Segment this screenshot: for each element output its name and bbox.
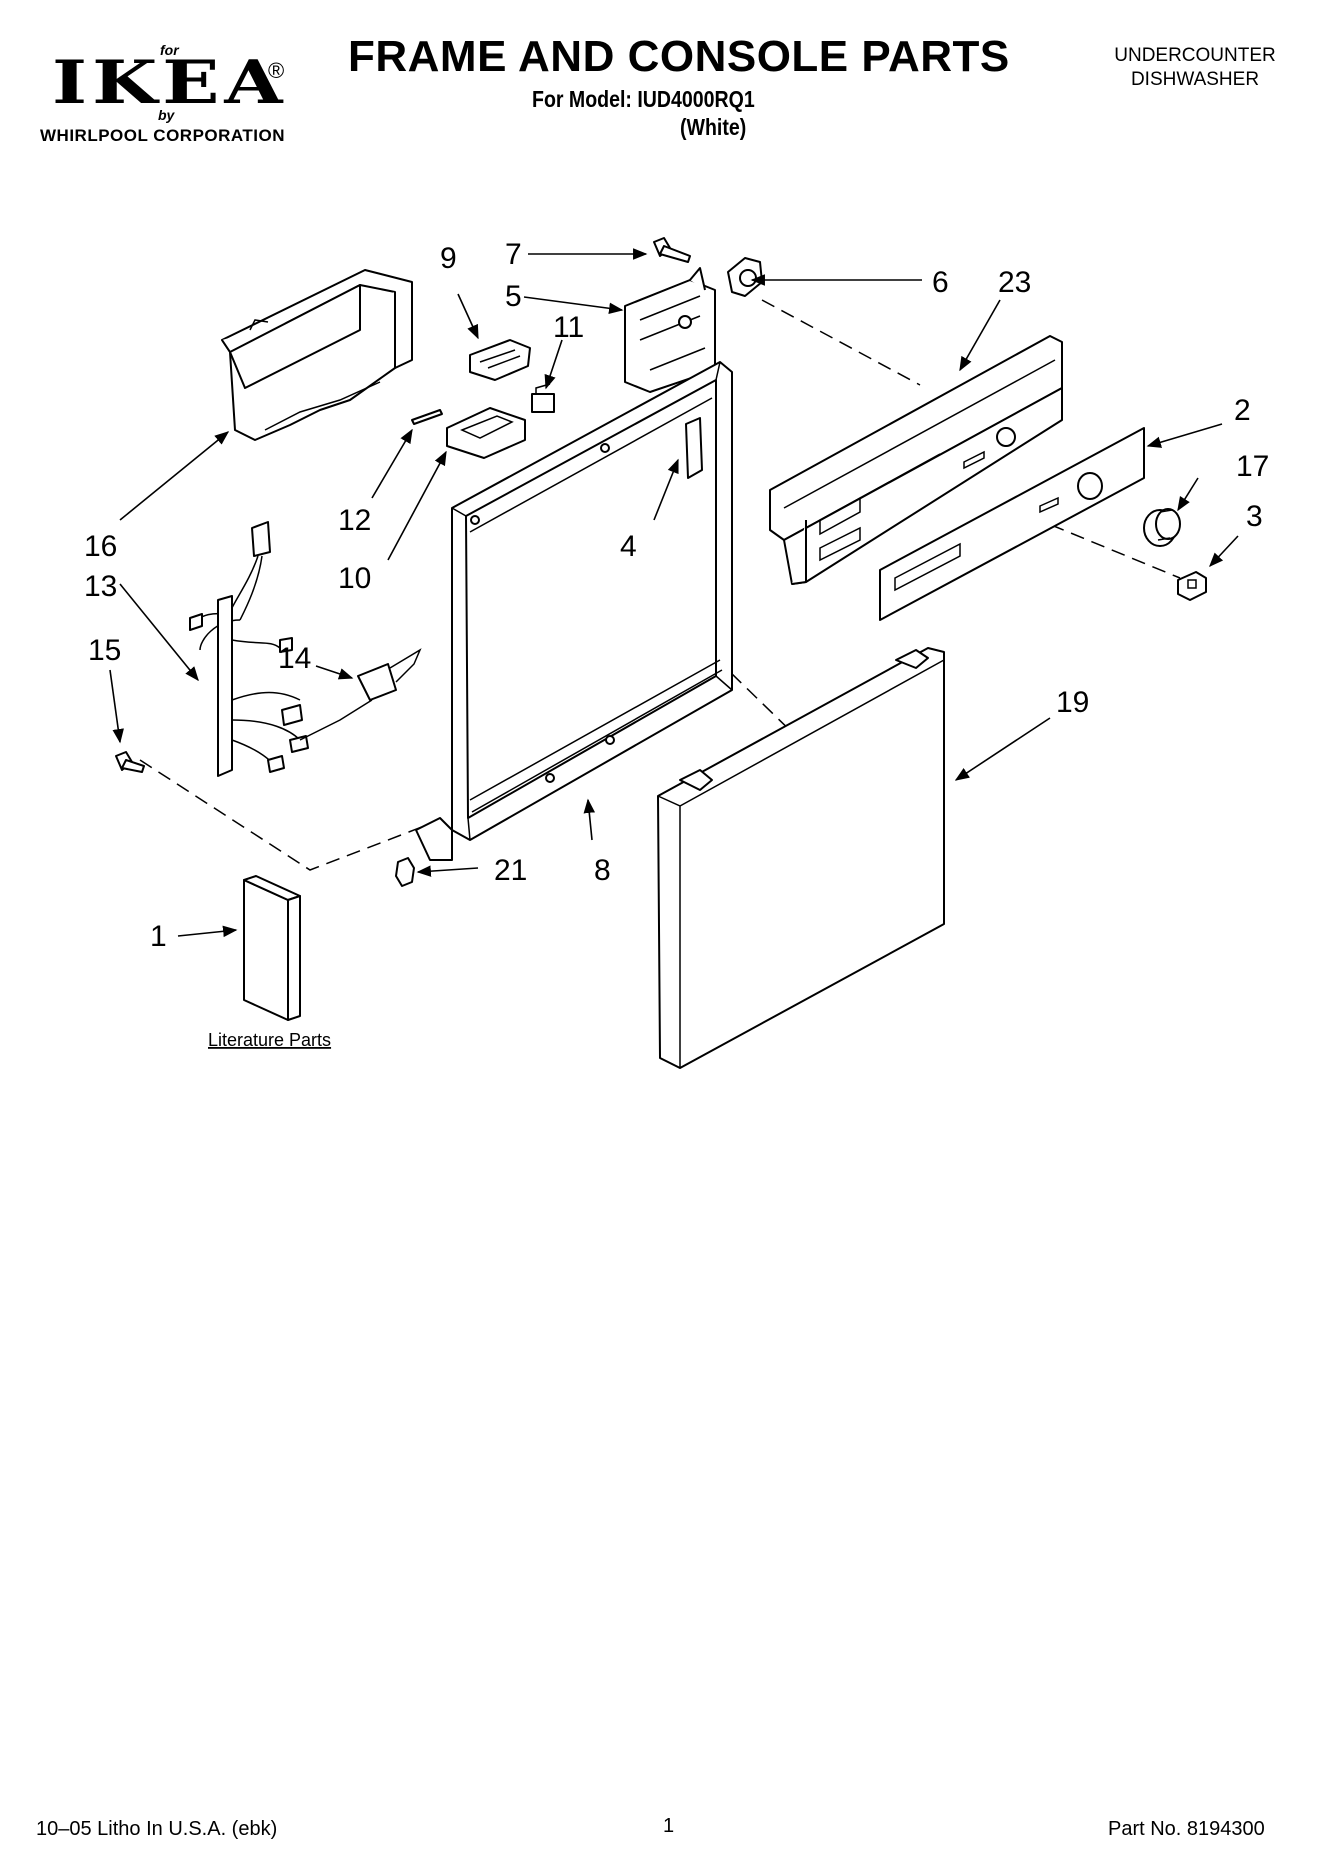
part-3-button bbox=[1177, 571, 1207, 601]
callout-13: 13 bbox=[84, 570, 117, 603]
callout-8: 8 bbox=[594, 854, 611, 887]
callout-6: 6 bbox=[932, 266, 949, 299]
part-16-shield bbox=[221, 269, 413, 441]
literature-parts-label: Literature Parts bbox=[208, 1030, 331, 1050]
part-23-console bbox=[769, 335, 1063, 585]
product-type: UNDERCOUNTER DISHWASHER bbox=[1090, 44, 1300, 92]
part-number: Part No. 8194300 bbox=[1108, 1818, 1265, 1840]
part-12-pin bbox=[411, 409, 443, 425]
callout-5: 5 bbox=[505, 280, 522, 313]
part-2-control-panel bbox=[879, 427, 1145, 621]
registered-mark: ® bbox=[268, 58, 285, 83]
part-9-latch bbox=[469, 339, 531, 381]
callout-labels: 7 5 6 23 9 11 12 10 4 16 13 15 14 2 17 3… bbox=[84, 238, 1269, 1050]
callout-16: 16 bbox=[84, 530, 117, 563]
part-13-wire-harness bbox=[189, 521, 309, 777]
callout-1: 1 bbox=[150, 920, 167, 953]
callout-12: 12 bbox=[338, 504, 371, 537]
page-title: FRAME AND CONSOLE PARTS bbox=[348, 32, 1010, 81]
part-21-clip bbox=[395, 857, 415, 887]
callout-2: 2 bbox=[1234, 394, 1251, 427]
part-15-screw bbox=[115, 751, 145, 773]
leader-arrows bbox=[109, 248, 1239, 938]
callout-10: 10 bbox=[338, 562, 371, 595]
part-19-door-panel bbox=[657, 647, 945, 1069]
part-5-latch-assembly bbox=[624, 267, 716, 393]
brand-for-text: for bbox=[160, 42, 179, 58]
part-8-door-frame bbox=[415, 361, 733, 861]
callout-14: 14 bbox=[278, 642, 311, 675]
page-number: 1 bbox=[663, 1815, 675, 1837]
brand-corporation: WHIRLPOOL CORPORATION bbox=[40, 126, 286, 145]
part-1-literature bbox=[243, 875, 301, 1021]
callout-17: 17 bbox=[1236, 450, 1269, 483]
callout-19: 19 bbox=[1056, 686, 1089, 719]
part-10-bracket bbox=[446, 407, 526, 459]
part-11-switch bbox=[531, 383, 555, 413]
model-line: For Model: IUD4000RQ1 bbox=[532, 86, 755, 112]
part-7-screw bbox=[653, 237, 691, 263]
product-type-line-1: UNDERCOUNTER bbox=[1114, 45, 1276, 66]
litho-note: 10–05 Litho In U.S.A. (ebk) bbox=[36, 1818, 278, 1840]
callout-4: 4 bbox=[620, 530, 637, 563]
part-6-timer-knob bbox=[727, 257, 763, 297]
callout-11: 11 bbox=[553, 311, 584, 344]
part-14-sensor bbox=[299, 648, 422, 741]
brand-by-text: by bbox=[158, 107, 175, 123]
callout-3: 3 bbox=[1246, 500, 1263, 533]
callout-9: 9 bbox=[440, 242, 457, 275]
product-type-line-2: DISHWASHER bbox=[1130, 69, 1260, 90]
ikea-logo: IKEA bbox=[52, 48, 288, 118]
callout-7: 7 bbox=[505, 238, 522, 271]
color-line: (White) bbox=[680, 114, 747, 140]
part-17-knob bbox=[1143, 508, 1181, 547]
callout-21: 21 bbox=[494, 854, 527, 887]
callout-23: 23 bbox=[998, 266, 1031, 299]
callout-15: 15 bbox=[88, 634, 121, 667]
